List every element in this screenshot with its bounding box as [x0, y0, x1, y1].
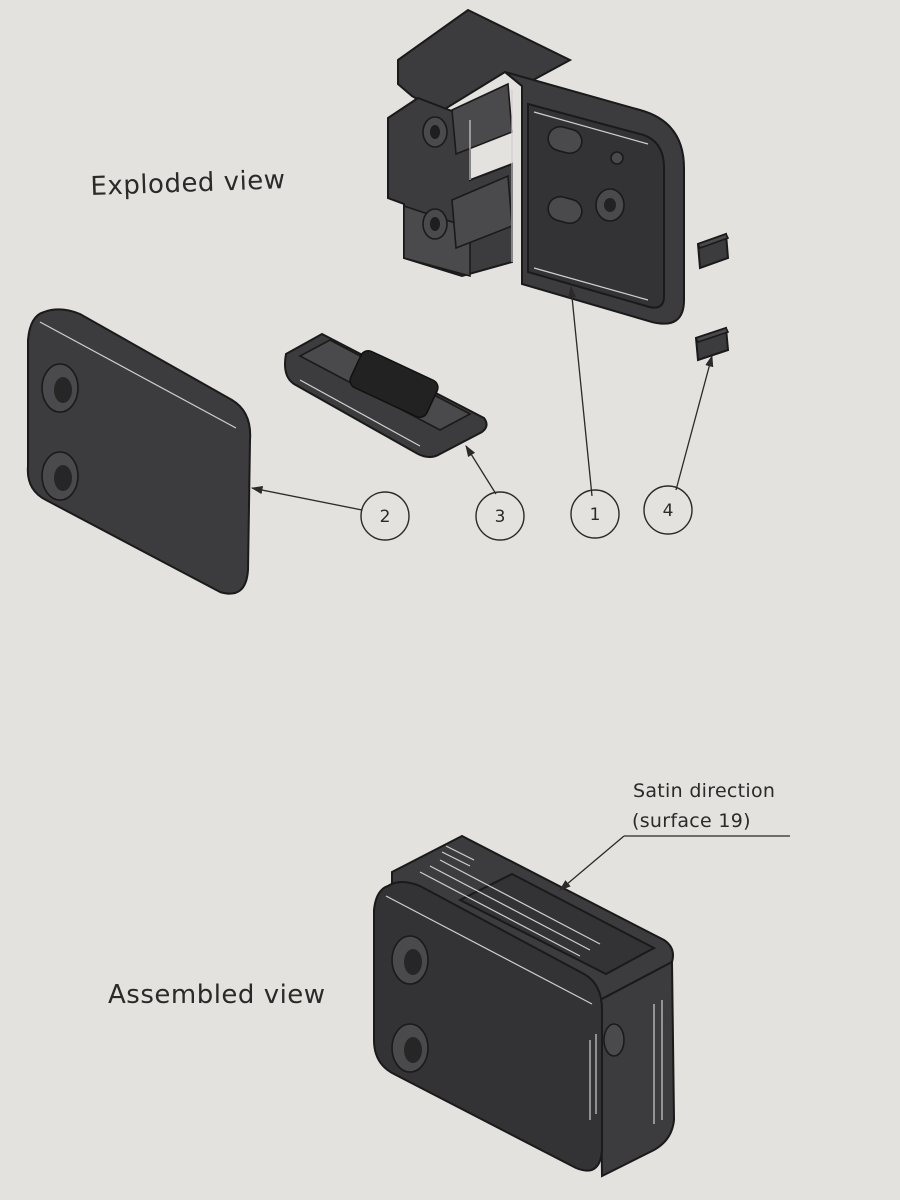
part-2-cover-plate	[26, 308, 252, 595]
part-3-insert	[284, 332, 488, 458]
balloon-4: 4	[643, 485, 693, 535]
balloon-3-label: 3	[495, 507, 506, 527]
balloon-1: 1	[570, 489, 620, 539]
satin-note-leader	[559, 835, 790, 891]
balloon-2: 2	[360, 491, 410, 541]
assembled-view-title: Assembled view	[108, 980, 326, 1010]
surface-reference-note: (surface 19)	[632, 810, 751, 832]
exploded-leaders	[250, 285, 714, 511]
balloon-1-label: 1	[590, 505, 601, 525]
balloon-3: 3	[475, 491, 525, 541]
balloon-2-label: 2	[380, 507, 391, 527]
balloon-4-label: 4	[663, 501, 674, 521]
part-4-rubber-pads	[694, 232, 730, 362]
part-1-clamp-body	[387, 8, 685, 325]
assembled-clamp	[373, 834, 676, 1178]
satin-direction-note: Satin direction	[633, 780, 776, 802]
